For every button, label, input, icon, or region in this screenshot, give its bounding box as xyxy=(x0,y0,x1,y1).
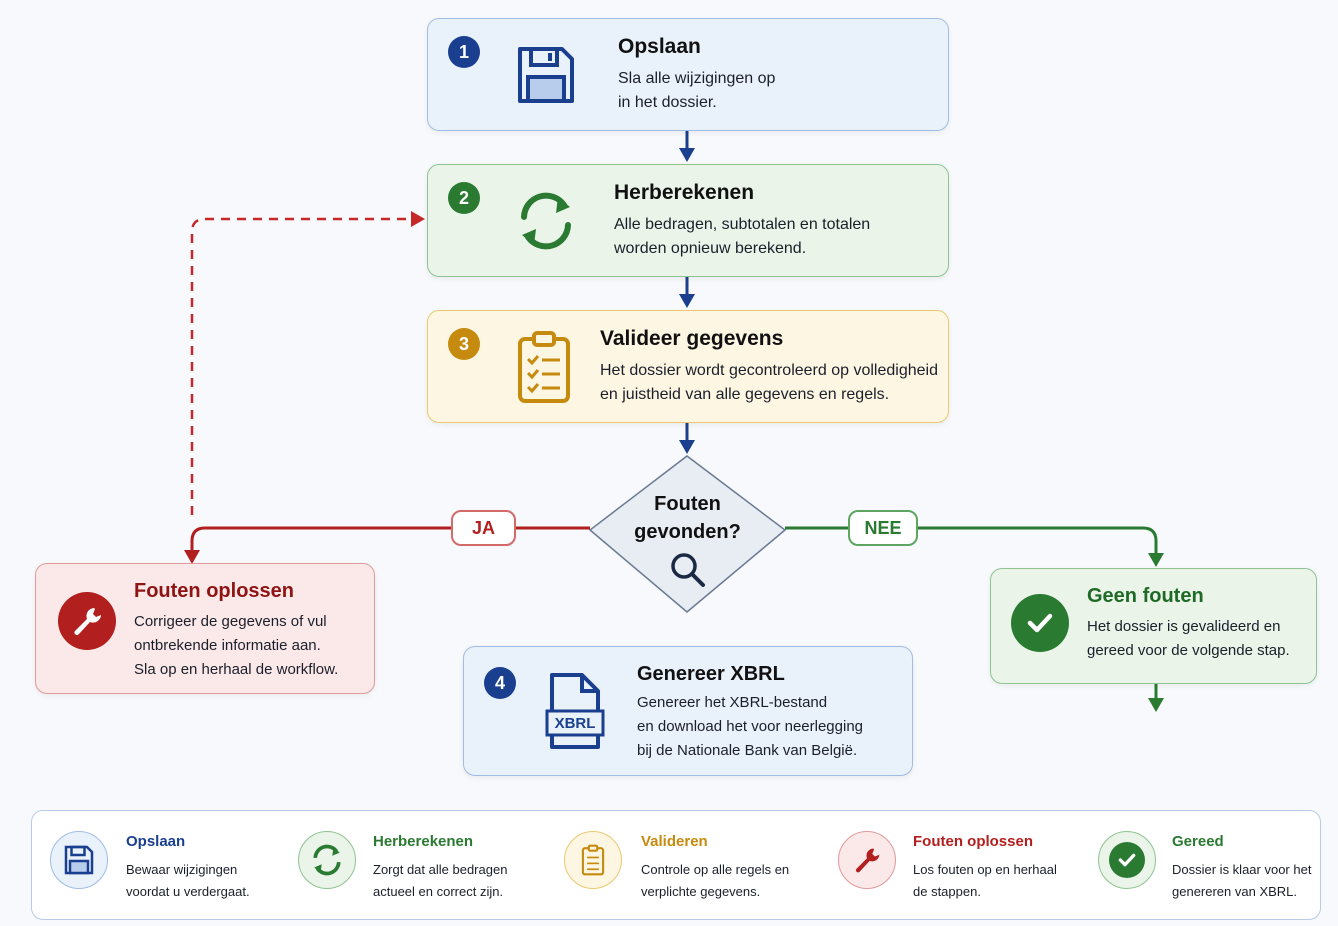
legend-clipboard-icon xyxy=(564,831,622,889)
fix-desc-line: ontbrekende informatie aan. xyxy=(134,637,321,654)
step-desc-line: Alle bedragen, subtotalen en totalen xyxy=(614,216,871,233)
legend-desc: Los fouten op en herhaal xyxy=(913,862,1057,877)
step-number-badge: 1 xyxy=(448,36,480,68)
step-title: Opslaan xyxy=(618,35,701,58)
step-desc-line: en juistheid van alle gegevens en regels… xyxy=(600,386,890,403)
legend-wrench-icon xyxy=(838,831,896,889)
wrench-icon xyxy=(58,592,116,650)
ok-title: Geen fouten xyxy=(1087,585,1204,607)
step-number-badge: 3 xyxy=(448,328,480,360)
legend-desc: Bewaar wijzigingen xyxy=(126,862,238,877)
fix-desc-line: Corrigeer de gegevens of vul xyxy=(134,613,327,630)
fix-desc-line: Sla op en herhaal de workflow. xyxy=(134,661,339,678)
step-number-badge: 4 xyxy=(484,667,516,699)
magnifier-icon xyxy=(671,553,705,587)
legend-title: Fouten oplossen xyxy=(913,833,1033,850)
legend-desc: Controle op alle regels en xyxy=(641,862,790,877)
decision-diamond xyxy=(588,455,787,613)
step-recalc-box: 2 Herberekenen Alle bedragen, subtotalen… xyxy=(427,164,949,277)
xbrl-label: XBRL xyxy=(554,715,596,732)
no-errors-box: Geen fouten Het dossier is gevalideerd e… xyxy=(990,568,1317,684)
legend-title: Herberekenen xyxy=(373,833,474,850)
step-xbrl-box: 4 XBRL Genereer XBRL Genereer het XBRL-b… xyxy=(463,646,913,776)
check-circle-icon xyxy=(1011,594,1069,652)
legend-panel: Opslaan Bewaar wijzigingen voordat u ver… xyxy=(31,810,1321,920)
step-title: Genereer XBRL xyxy=(637,663,785,685)
step-title: Herberekenen xyxy=(614,181,755,204)
legend-desc: de stappen. xyxy=(913,884,981,899)
ok-desc-line: gereed voor de volgende stap. xyxy=(1087,642,1290,659)
ok-desc-line: Het dossier is gevalideerd en xyxy=(1087,618,1281,635)
step-number-badge: 2 xyxy=(448,182,480,214)
legend-desc: Dossier is klaar voor het xyxy=(1172,862,1312,877)
step-desc-line: Het dossier wordt gecontroleerd op volle… xyxy=(600,362,938,379)
step-desc-line: en download het voor neerlegging xyxy=(637,718,864,735)
floppy-disk-icon xyxy=(518,47,574,103)
step-title: Valideer gegevens xyxy=(600,327,784,350)
step-desc-line: Sla alle wijzigingen op xyxy=(618,70,776,87)
step-desc-line: worden opnieuw berekend. xyxy=(614,240,807,257)
step-validate-box: 3 Valideer gegevens Het dossier wordt ge… xyxy=(427,310,949,423)
legend-desc: Zorgt dat alle bedragen xyxy=(373,862,508,877)
step-save-box: 1 Opslaan Sla alle wijzigingen op in het… xyxy=(427,18,949,131)
no-tag: NEE xyxy=(848,510,918,546)
legend-desc: voordat u verdergaat. xyxy=(126,884,250,899)
legend-save-icon xyxy=(50,831,108,889)
legend-check-icon xyxy=(1098,831,1156,889)
legend-title: Gereed xyxy=(1172,833,1224,850)
arrow-no xyxy=(785,526,1158,555)
fix-errors-box: Fouten oplossen Corrigeer de gegevens of… xyxy=(35,563,375,694)
yes-tag: JA xyxy=(451,510,516,546)
step-desc-line: Genereer het XBRL-bestand xyxy=(637,694,828,711)
decision-label: Fouten gevonden? xyxy=(590,490,785,546)
arrow-yes xyxy=(190,526,590,552)
legend-title: Valideren xyxy=(641,833,708,850)
decision-line: Fouten xyxy=(654,493,721,515)
legend-desc: verplichte gegevens. xyxy=(641,884,761,899)
clipboard-checklist-icon xyxy=(518,331,570,403)
step-desc-line: in het dossier. xyxy=(618,94,717,111)
legend-desc: genereren van XBRL. xyxy=(1172,884,1298,899)
fix-title: Fouten oplossen xyxy=(134,580,294,602)
legend-desc: actueel en correct zijn. xyxy=(373,884,504,899)
arrow-loop-back xyxy=(190,217,413,515)
legend-refresh-icon xyxy=(298,831,356,889)
xbrl-file-icon xyxy=(545,673,605,749)
legend-title: Opslaan xyxy=(126,833,186,850)
decision-line: gevonden? xyxy=(634,521,741,543)
refresh-icon xyxy=(521,192,571,250)
step-desc-line: bij de Nationale Bank van België. xyxy=(637,742,858,759)
